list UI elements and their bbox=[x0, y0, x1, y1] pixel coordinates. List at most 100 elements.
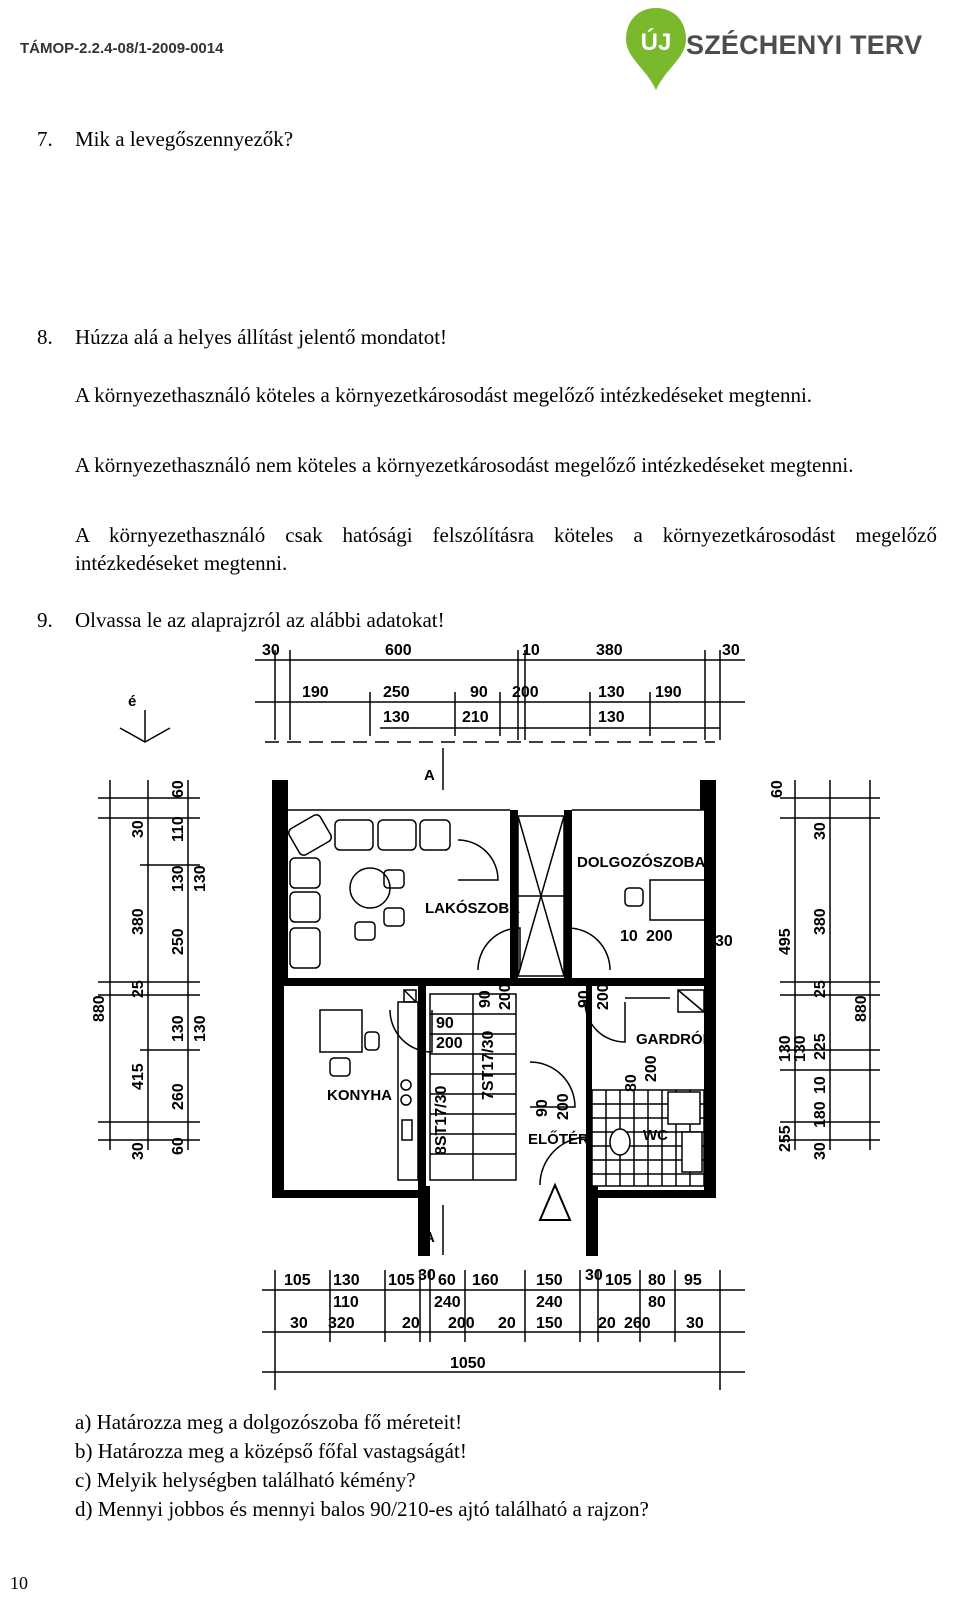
dimension-label: 190 bbox=[655, 684, 682, 701]
dimension-label: 210 bbox=[462, 709, 489, 726]
dimension-label: 30 bbox=[130, 820, 147, 838]
dimension-label: 30 bbox=[812, 822, 829, 840]
walls bbox=[272, 780, 716, 1256]
question-number: 9. bbox=[37, 608, 53, 632]
project-code: TÁMOP-2.2.4-08/1-2009-0014 bbox=[20, 40, 224, 57]
dimension-label: 25 bbox=[130, 980, 147, 998]
dimension-label: 130 bbox=[598, 684, 625, 701]
dimension-label: 240 bbox=[536, 1294, 563, 1311]
dimension-label: 130 bbox=[192, 1015, 209, 1042]
dimension-label: 200 bbox=[448, 1315, 475, 1332]
sub-question-b: b) Határozza meg a középső főfal vastags… bbox=[75, 1439, 467, 1463]
dimension-label: 30 bbox=[722, 642, 740, 659]
statement-2[interactable]: A környezethasználó nem köteles a környe… bbox=[75, 453, 854, 477]
dimension-label: 600 bbox=[385, 642, 412, 659]
room-wc: WC bbox=[643, 1127, 668, 1144]
dimension-label: 105 bbox=[605, 1272, 632, 1289]
dimension-label: 20 bbox=[402, 1315, 420, 1332]
dimension-label: 110 bbox=[333, 1294, 359, 1311]
dimension-label: 30 bbox=[715, 933, 733, 950]
dimension-label: 260 bbox=[624, 1315, 651, 1332]
dimension-label: 180 bbox=[812, 1101, 829, 1128]
dimension-label: 130 bbox=[170, 1015, 187, 1042]
dimension-label: 880 bbox=[91, 995, 108, 1022]
dimension-label: 80 bbox=[648, 1272, 666, 1289]
dimension-label: 380 bbox=[812, 908, 829, 935]
dimension-label: 200 bbox=[436, 1035, 463, 1052]
dimension-label: 30 bbox=[290, 1315, 308, 1332]
statement-3[interactable]: A környezethasználó csak hatósági felszó… bbox=[75, 523, 937, 575]
dimension-label: 20 bbox=[598, 1315, 616, 1332]
sub-question-d: d) Mennyi jobbos és mennyi balos 90/210-… bbox=[75, 1497, 649, 1521]
room-living: LAKÓSZOBA bbox=[425, 899, 520, 917]
dimension-label: 150 bbox=[536, 1272, 563, 1289]
dimension-label: 30 bbox=[418, 1267, 436, 1284]
dimension-label: 130 bbox=[777, 1035, 794, 1062]
dimension-label: 225 bbox=[812, 1033, 829, 1060]
question-text: Olvassa le az alaprajzról az alábbi adat… bbox=[75, 608, 445, 632]
dimension-label: 150 bbox=[536, 1315, 563, 1332]
dimension-label: 30 bbox=[262, 642, 280, 659]
dimension-label: 255 bbox=[777, 1125, 794, 1152]
dimension-label: 130 bbox=[598, 709, 625, 726]
sub-question-a: a) Határozza meg a dolgozószoba fő méret… bbox=[75, 1410, 463, 1434]
dimension-label: 380 bbox=[130, 908, 147, 935]
page-number: 10 bbox=[10, 1573, 28, 1593]
dimension-label: 250 bbox=[383, 684, 410, 701]
section-mark-top: A bbox=[424, 767, 435, 784]
room-study: DOLGOZÓSZOBA bbox=[577, 853, 705, 871]
dimension-label: 95 bbox=[684, 1272, 702, 1289]
dimension-label: 160 bbox=[472, 1272, 499, 1289]
dimension-label: 60 bbox=[769, 780, 786, 798]
statement-1[interactable]: A környezethasználó köteles a környezetk… bbox=[75, 383, 813, 407]
dimension-label: 415 bbox=[130, 1063, 147, 1090]
logo-mark: ÚJ bbox=[641, 28, 672, 56]
dimension-label: 130 bbox=[333, 1272, 360, 1289]
room-hall: ELŐTÉR bbox=[528, 1130, 589, 1148]
dimension-label: 105 bbox=[284, 1272, 311, 1289]
dimension-label: 320 bbox=[328, 1315, 355, 1332]
dimension-label: 200 bbox=[595, 983, 612, 1010]
dimension-label: 60 bbox=[170, 1137, 187, 1155]
section-mark-bottom: A bbox=[424, 1229, 435, 1246]
dimension-label: 130 bbox=[170, 865, 187, 892]
dimension-label: 200 bbox=[555, 1093, 572, 1120]
logo-text: SZÉCHENYI TERV bbox=[686, 30, 923, 60]
pin-icon: ÚJ bbox=[626, 8, 686, 90]
dimension-label: 90 bbox=[576, 990, 593, 1008]
question-number: 7. bbox=[37, 127, 53, 151]
dimension-label: 10 bbox=[620, 928, 638, 945]
dimension-label: 60 bbox=[438, 1272, 456, 1289]
sub-question-c: c) Melyik helységben található kémény? bbox=[75, 1468, 416, 1492]
dimension-label: 25 bbox=[812, 980, 829, 998]
szechenyi-logo: ÚJ SZÉCHENYI TERV bbox=[624, 6, 922, 92]
dimension-label: 880 bbox=[853, 995, 870, 1022]
dimension-label: 10 bbox=[522, 642, 540, 659]
dimension-label: 130 bbox=[383, 709, 410, 726]
question-number: 8. bbox=[37, 325, 53, 349]
dimension-label: 20 bbox=[498, 1315, 516, 1332]
dimension-label: 7ST17/30 bbox=[480, 1031, 497, 1100]
dimension-label: 110 bbox=[170, 816, 187, 842]
dimension-label: 60 bbox=[170, 780, 187, 798]
north-arrow-icon bbox=[119, 710, 171, 743]
dimension-label: 380 bbox=[596, 642, 623, 659]
dimension-label: 200 bbox=[646, 928, 673, 945]
dimension-label: 30 bbox=[812, 1142, 829, 1160]
question-text: Húzza alá a helyes állítást jelentő mond… bbox=[75, 325, 448, 349]
dimension-label: 1050 bbox=[450, 1355, 486, 1372]
dimension-label: 8ST17/30 bbox=[433, 1086, 450, 1155]
dimension-label: 495 bbox=[777, 928, 794, 955]
dimension-label: 105 bbox=[388, 1272, 415, 1289]
dimension-label: 240 bbox=[434, 1294, 461, 1311]
room-wardrobe: GARDRÓB bbox=[636, 1030, 714, 1048]
question-text: Mik a levegőszennyezők? bbox=[75, 127, 294, 151]
floor-plan: A A é LAKÓSZOBA DOLGOZÓSZOBA KONYHA GARD… bbox=[91, 642, 880, 1390]
dimension-label: 30 bbox=[585, 1267, 603, 1284]
dimension-label: 130 bbox=[192, 865, 209, 892]
dimension-label: 250 bbox=[170, 928, 187, 955]
dimension-label: 90 bbox=[470, 684, 488, 701]
dimension-label: 80 bbox=[623, 1074, 640, 1092]
dimension-label: 10 bbox=[812, 1076, 829, 1094]
dimension-label: 200 bbox=[643, 1055, 660, 1082]
